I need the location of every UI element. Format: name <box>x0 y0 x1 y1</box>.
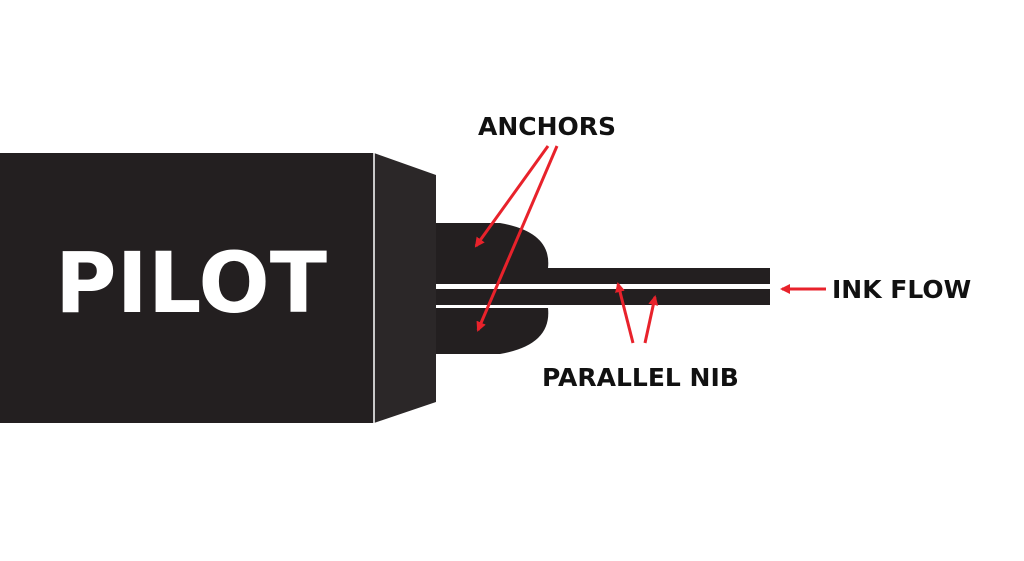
pen-body <box>0 153 374 423</box>
anchors-label: ANCHORS <box>478 112 616 141</box>
anchor-top <box>436 223 549 268</box>
parallel-nib-arrow-right <box>643 295 659 344</box>
nib-plate-bottom <box>436 289 770 305</box>
anchors-arrow-top <box>474 145 550 248</box>
ink-flow-label: INK FLOW <box>832 275 971 304</box>
anchors-arrow-bottom <box>476 145 559 332</box>
parallel-nib-arrow-left <box>615 282 635 344</box>
pen-collar <box>374 153 436 423</box>
nib-gap <box>436 284 770 289</box>
anchor-bottom <box>436 308 549 354</box>
parallel-nib-label: PARALLEL NIB <box>542 363 739 392</box>
nib-plate-top <box>436 268 770 284</box>
brand-text: PILOT <box>55 234 327 332</box>
